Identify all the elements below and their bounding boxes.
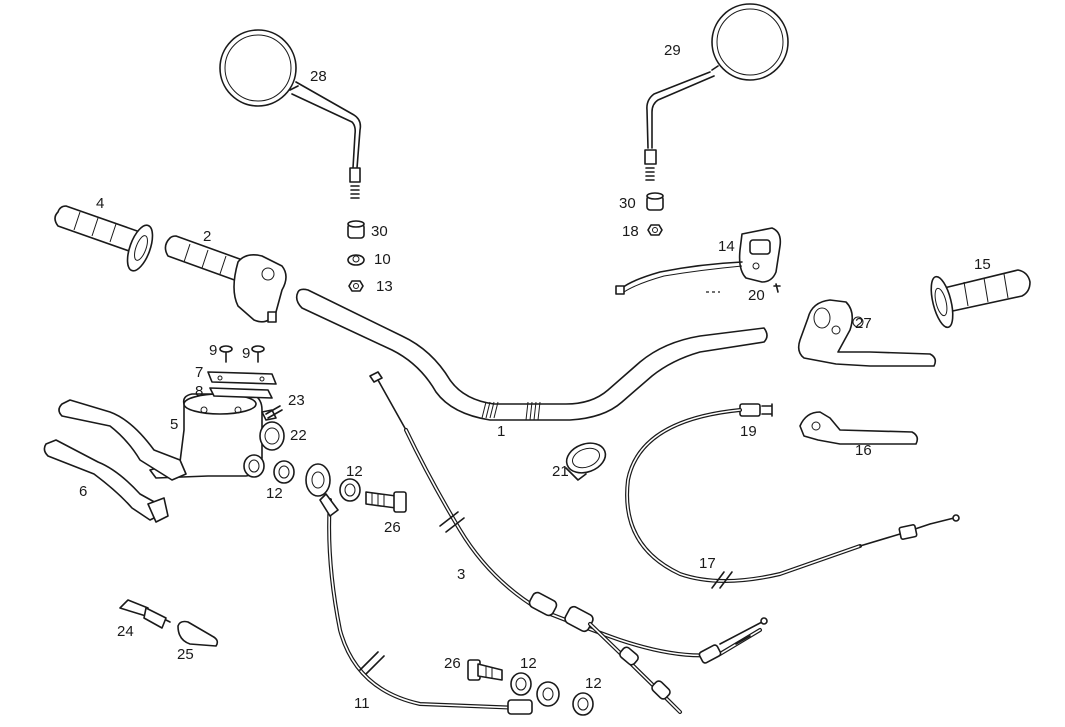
callout-6: 6	[79, 483, 87, 500]
cable-adjuster	[739, 403, 773, 417]
callout-7: 7	[195, 364, 203, 381]
banjo-bolt-26a	[365, 491, 407, 513]
callout-23: 23	[288, 392, 305, 409]
clutch-cable	[625, 408, 960, 589]
callout-3: 3	[457, 566, 465, 583]
brake-lever-lower	[43, 439, 169, 523]
callout-1: 1	[497, 423, 505, 440]
callout-26a: 26	[384, 519, 401, 536]
washer-12c	[510, 672, 532, 696]
nut-stack-left	[347, 220, 365, 292]
callout-22: 22	[290, 427, 307, 444]
washer-12a	[273, 460, 295, 484]
callout-9b: 9	[242, 345, 250, 362]
callout-2: 2	[203, 228, 211, 245]
callout-17: 17	[699, 555, 716, 572]
grip-right	[930, 269, 1031, 329]
callout-12d: 12	[585, 675, 602, 692]
callout-24: 24	[117, 623, 134, 640]
washer-12b	[339, 478, 361, 502]
cable-clamp	[565, 442, 607, 481]
brake-hose	[305, 463, 533, 715]
throttle-grip	[164, 235, 287, 323]
callout-15: 15	[974, 256, 991, 273]
callout-13: 13	[376, 278, 393, 295]
mirror-left	[219, 29, 362, 199]
switch-boot	[177, 620, 219, 647]
callout-16: 16	[855, 442, 872, 459]
callout-26b: 26	[444, 655, 461, 672]
mirror-right	[644, 3, 789, 181]
cover-screw-left	[219, 345, 233, 363]
clutch-lever	[797, 299, 937, 367]
nut-stack-right	[646, 192, 664, 236]
callout-12b: 12	[346, 463, 363, 480]
callout-25: 25	[177, 646, 194, 663]
throttle-cable	[369, 371, 768, 714]
callout-12a: 12	[266, 485, 283, 502]
callout-8: 8	[195, 383, 203, 400]
callout-18: 18	[622, 223, 639, 240]
callout-27: 27	[855, 315, 872, 332]
callout-21: 21	[552, 463, 569, 480]
callout-5: 5	[170, 416, 178, 433]
pivot-screw	[265, 405, 283, 419]
brake-lever-upper	[58, 399, 187, 481]
callout-29: 29	[664, 42, 681, 59]
callout-30a: 30	[371, 223, 388, 240]
switch-housing	[615, 227, 782, 295]
callout-labels: 1 2 3 4 5 6 7 8 9 9 10 11 12 12 12 12 13…	[79, 42, 991, 712]
reservoir-cover	[207, 371, 277, 385]
lever-16	[799, 411, 919, 445]
callout-14: 14	[718, 238, 735, 255]
cover-screw-right	[251, 345, 265, 363]
handlebar	[295, 288, 768, 421]
callout-9a: 9	[209, 342, 217, 359]
washer-12d	[572, 692, 594, 716]
brake-master-cylinder	[149, 393, 285, 479]
callout-12c: 12	[520, 655, 537, 672]
reservoir-diaphragm	[209, 387, 273, 399]
banjo-bolt-26b	[467, 659, 503, 681]
callout-19: 19	[740, 423, 757, 440]
banjo-ring	[536, 681, 560, 707]
callout-28: 28	[310, 68, 327, 85]
callout-10: 10	[374, 251, 391, 268]
callout-20: 20	[748, 287, 765, 304]
callout-11: 11	[354, 695, 370, 712]
brake-light-switch	[119, 599, 171, 629]
callout-30b: 30	[619, 195, 636, 212]
grip-left	[54, 205, 154, 272]
callout-4: 4	[96, 195, 104, 212]
